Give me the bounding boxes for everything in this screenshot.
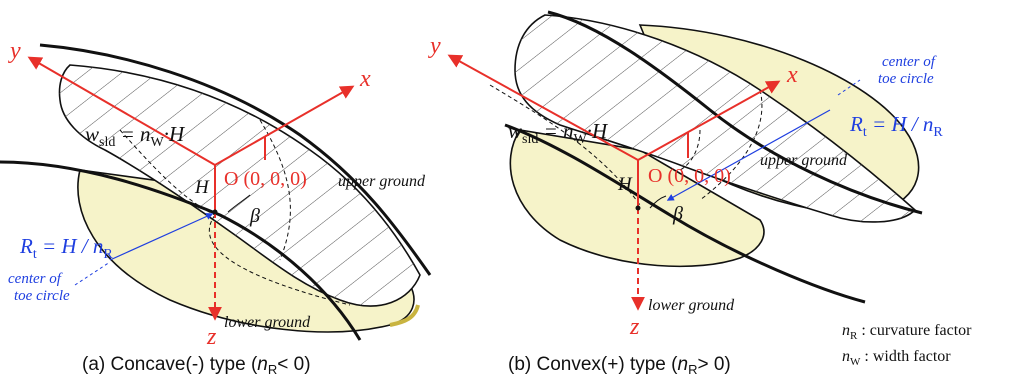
panel-b-axis-x-label: x [786, 62, 798, 88]
panel-a-x-axis [214, 85, 355, 166]
panel-b-slip-curve-3 [679, 129, 701, 171]
panel-b-center-label-1: center of [882, 54, 937, 70]
panel-a-lower-ground-line [0, 160, 362, 341]
panel-b-upper-ground-line [547, 10, 923, 215]
panel-b-wsld-formula: wsld = nW·H [508, 119, 609, 147]
panel-b-lower-ground-line [504, 123, 866, 304]
panel-b-lower-ground-label: lower ground [648, 297, 735, 314]
panel-b: y x z O (0, 0, 0) upper ground lower gro… [428, 10, 943, 377]
panel-a-center-label-1: center of [8, 271, 63, 287]
panel-a-toe-point [212, 209, 218, 215]
panel-a-center-label-2: toe circle [14, 288, 70, 304]
panel-b-upper-ground-label: upper ground [760, 152, 848, 169]
panel-a: y x z O (0, 0, 0) upper ground lower gro… [0, 38, 432, 377]
panel-a-center-leader [74, 261, 111, 286]
panel-a-caption: (a) Concave(-) type (nR< 0) [82, 354, 311, 377]
panel-a-rt-formula: Rt = H / nR [19, 234, 113, 262]
panel-a-upper-ground-line [39, 43, 432, 276]
panel-b-rt-formula: Rt = H / nR [849, 112, 943, 140]
panel-b-hatch [515, 15, 915, 222]
legend-width: nW : width factor [842, 348, 951, 368]
panel-a-upper-ground-label: upper ground [338, 173, 426, 190]
legend-curvature: nR : curvature factor [842, 322, 972, 342]
panel-b-caption: (b) Convex(+) type (nR> 0) [508, 354, 731, 377]
panel-b-x-axis [637, 80, 781, 161]
panel-a-wsld-formula: wsld = nW·H [85, 122, 186, 150]
panel-b-origin-label: O (0, 0, 0) [648, 165, 731, 187]
panel-a-lower-ground-label: lower ground [224, 314, 311, 331]
panel-b-h-label: H [617, 174, 633, 195]
panel-a-beta-label: β [249, 205, 260, 227]
panel-a-origin-label: O (0, 0, 0) [224, 168, 307, 190]
panel-b-radius-line [666, 109, 831, 201]
panel-a-axis-y-label: y [8, 38, 21, 64]
panel-b-center-leader [837, 79, 861, 96]
panel-a-axis-x-label: x [359, 66, 371, 92]
panel-b-y-axis [447, 54, 639, 161]
panel-a-y-axis [27, 56, 216, 166]
panel-b-center-label-2: toe circle [878, 71, 934, 87]
panel-b-angle-mark [649, 195, 667, 209]
panel-a-slip-curve-2 [259, 119, 291, 261]
panel-b-axis-y-label: y [428, 33, 441, 59]
panel-a-lower-rim [389, 304, 420, 327]
panel-b-toe-point [635, 205, 641, 211]
panel-b-axis-z-label: z [629, 314, 640, 340]
panel-a-angle-mark [227, 194, 251, 213]
panel-a-hatch [59, 65, 421, 306]
panel-a-axis-z-label: z [206, 324, 217, 350]
panel-a-radius-line [109, 213, 214, 261]
panel-a-h-label: H [194, 177, 210, 198]
panel-b-beta-label: β [672, 203, 683, 225]
legend: nR : curvature factor nW : width factor [842, 322, 972, 368]
